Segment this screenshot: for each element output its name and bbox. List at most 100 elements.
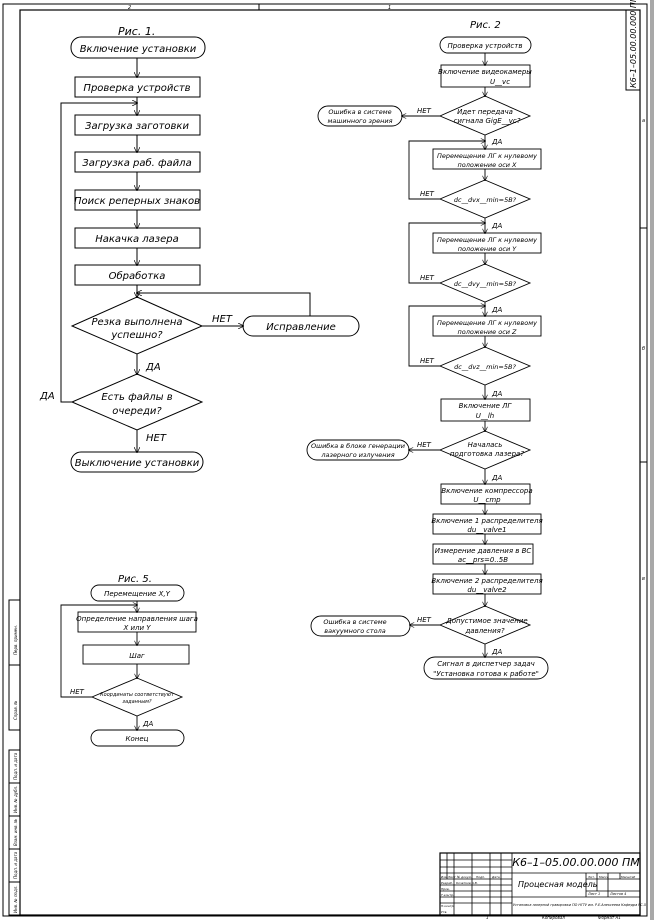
fig2-valve2	[432, 573, 542, 595]
figure-5: Рис. 5. Перемещение X,Y Определение напр…	[60, 574, 198, 747]
fig2-dec-x-label: dc__dvx__min=5В?	[454, 196, 517, 204]
fig2-err-vac-l2: вакуумного стола	[324, 627, 386, 635]
grid-label-right-b: б	[642, 346, 645, 352]
title-mass: Масса	[599, 875, 609, 879]
sidebar-label: Инв. № дубл.	[13, 786, 18, 813]
outer-frame	[2, 3, 648, 917]
fig2-cam-on-l1: Включение видеокамеры	[438, 68, 532, 76]
fig2-no-label: НЕТ	[420, 357, 435, 365]
fig2-no-label: НЕТ	[417, 616, 432, 624]
title-header-doc: № докум.	[456, 875, 472, 879]
fig2-dec-laser-l1: Началась	[468, 441, 503, 449]
fig2-dec-y-label: dc__dvy__min=5В?	[454, 280, 517, 288]
fig1-start	[70, 36, 206, 59]
fig5-no-label: НЕТ	[70, 688, 85, 696]
fig2-laser-on-l1: Включение ЛГ	[459, 402, 513, 410]
fig2-laser-on-l2: U__lh	[476, 412, 495, 420]
fig5-start	[90, 584, 185, 602]
title-header-sign: Подп.	[476, 875, 485, 879]
fig1-decision-1-line2: успешно?	[110, 330, 163, 341]
title-org: Установка лазерной гравировки ПО НГТУ им…	[513, 903, 646, 907]
figure-1: Рис. 1. Включение установки Проверка уст…	[39, 25, 360, 473]
fig2-start-label: Проверка устройств	[447, 42, 522, 50]
fig2-valve1	[432, 513, 542, 535]
fig1-fix	[242, 315, 360, 337]
fig2-dec-press	[438, 605, 532, 645]
sidebar-label: Справ. №	[13, 701, 18, 720]
fig1-step-label: Проверка устройств	[83, 83, 190, 94]
sidebar-label: Подп. и дата	[13, 752, 18, 780]
fig2-pressure-l2: ac__prs=0..5В	[458, 556, 508, 564]
title-role: Т.контр.	[441, 893, 454, 897]
figure-2: Рис. 2 Проверка устройств Включение виде…	[306, 20, 549, 680]
fig2-move-z	[432, 315, 542, 337]
fig2-yes-label: ДА	[491, 306, 502, 314]
fig2-pressure	[432, 543, 534, 565]
fig5-step	[82, 644, 190, 665]
vertical-stamp-box	[625, 9, 641, 91]
fig5-start-label: Перемещение X,Y	[104, 590, 170, 598]
fig2-cam-on-l2: U__vc	[490, 78, 510, 86]
fig2-yes-label: ДА	[491, 390, 502, 398]
fig2-laser-on	[440, 398, 531, 422]
sidebar-label: Инв. № подл.	[13, 885, 18, 913]
fig2-end-l2: "Установка готова к работе"	[433, 670, 539, 678]
fig1-yes-label: ДА	[145, 362, 161, 373]
fig2-no-label: НЕТ	[420, 274, 435, 282]
fig5-yes-label: ДА	[142, 720, 153, 728]
scrollbar[interactable]	[650, 0, 654, 920]
fig2-yes-label: ДА	[491, 474, 502, 482]
fig2-err-laser-l1: Ошибка в блоке генерации	[311, 442, 405, 450]
fig2-move-y	[432, 232, 542, 254]
fig5-end	[90, 729, 185, 747]
title-block: К6–1–05.00.00.000 ПМ Процесная модель Из…	[439, 852, 646, 920]
title-header-date: Дата	[491, 875, 500, 879]
sidebar-label: Перв. примен.	[13, 625, 18, 655]
fig2-yes-label: ДА	[491, 222, 502, 230]
fig5-decision-l1: Координаты соответствуют	[100, 692, 175, 698]
title-role: Утв.	[441, 910, 447, 914]
title-role: Н.контр.	[441, 904, 454, 908]
fig1-end-no-label: НЕТ	[146, 433, 167, 444]
grid-label-top-1: 1	[388, 5, 391, 11]
fig2-err-vision-l2: машинного зрения	[328, 117, 393, 125]
grid-label-right-a: a	[642, 118, 645, 124]
fig2-no-label: НЕТ	[417, 441, 432, 449]
fig1-start-label: Включение установки	[80, 44, 197, 55]
title-header-izm: Изм.	[441, 875, 448, 879]
fig2-err-vision-l1: Ошибка в системе	[328, 108, 391, 116]
fig2-valve1-l2: du__valve1	[467, 526, 506, 534]
fig2-move-z-l1: Перемещение ЛГ к нулевому	[437, 319, 537, 327]
title-sheet: Лист 1	[587, 892, 600, 896]
fig2-dec-gige-l1: Идет передача	[457, 108, 513, 116]
fig5-dir-l2: X или Y	[122, 624, 151, 632]
title-header-list: Лист	[447, 875, 456, 879]
fig1-loop-yes-label: ДА	[39, 391, 55, 402]
fig2-start	[439, 36, 532, 54]
fig2-end-l1: Сигнал в диспетчер задач	[437, 660, 535, 668]
fig2-err-vac	[310, 615, 411, 637]
fig1-step-label: Накачка лазера	[95, 234, 179, 245]
fig2-err-vac-l1: Ошибка в системе	[323, 618, 386, 626]
fig1-title: Рис. 1.	[118, 25, 155, 38]
fig2-yes-label: ДА	[491, 648, 502, 656]
fig2-move-y-l1: Перемещение ЛГ к нулевому	[437, 236, 537, 244]
fig1-decision-1-line1: Резка выполнена	[91, 317, 182, 328]
fig1-end-label: Выключение установки	[75, 458, 200, 469]
title-sheet-num: 1	[486, 915, 489, 920]
fig5-decision-l2: заданным?	[122, 699, 152, 705]
fig2-cam-on	[440, 64, 531, 88]
fig2-move-x-l1: Перемещение ЛГ к нулевому	[437, 152, 537, 160]
fig2-move-y-l2: положение оси Y	[458, 245, 518, 253]
fig1-no-label: НЕТ	[212, 314, 233, 325]
grid-label-right-c: в	[642, 576, 645, 582]
grid-label-top-2: 2	[128, 5, 131, 11]
left-sidebar: Перв. примен. Справ. № Подп. и дата Инв.…	[8, 599, 21, 916]
fig5-step-label: Шаг	[129, 652, 145, 660]
fig5-dir-l1: Определение направления шага	[76, 615, 198, 623]
title-role: Пров.	[441, 887, 450, 891]
fig2-pressure-l1: Измерение давления в ВС	[435, 547, 532, 555]
fig2-comp-on	[440, 483, 531, 505]
fig5-end-label: Конец	[126, 735, 149, 743]
